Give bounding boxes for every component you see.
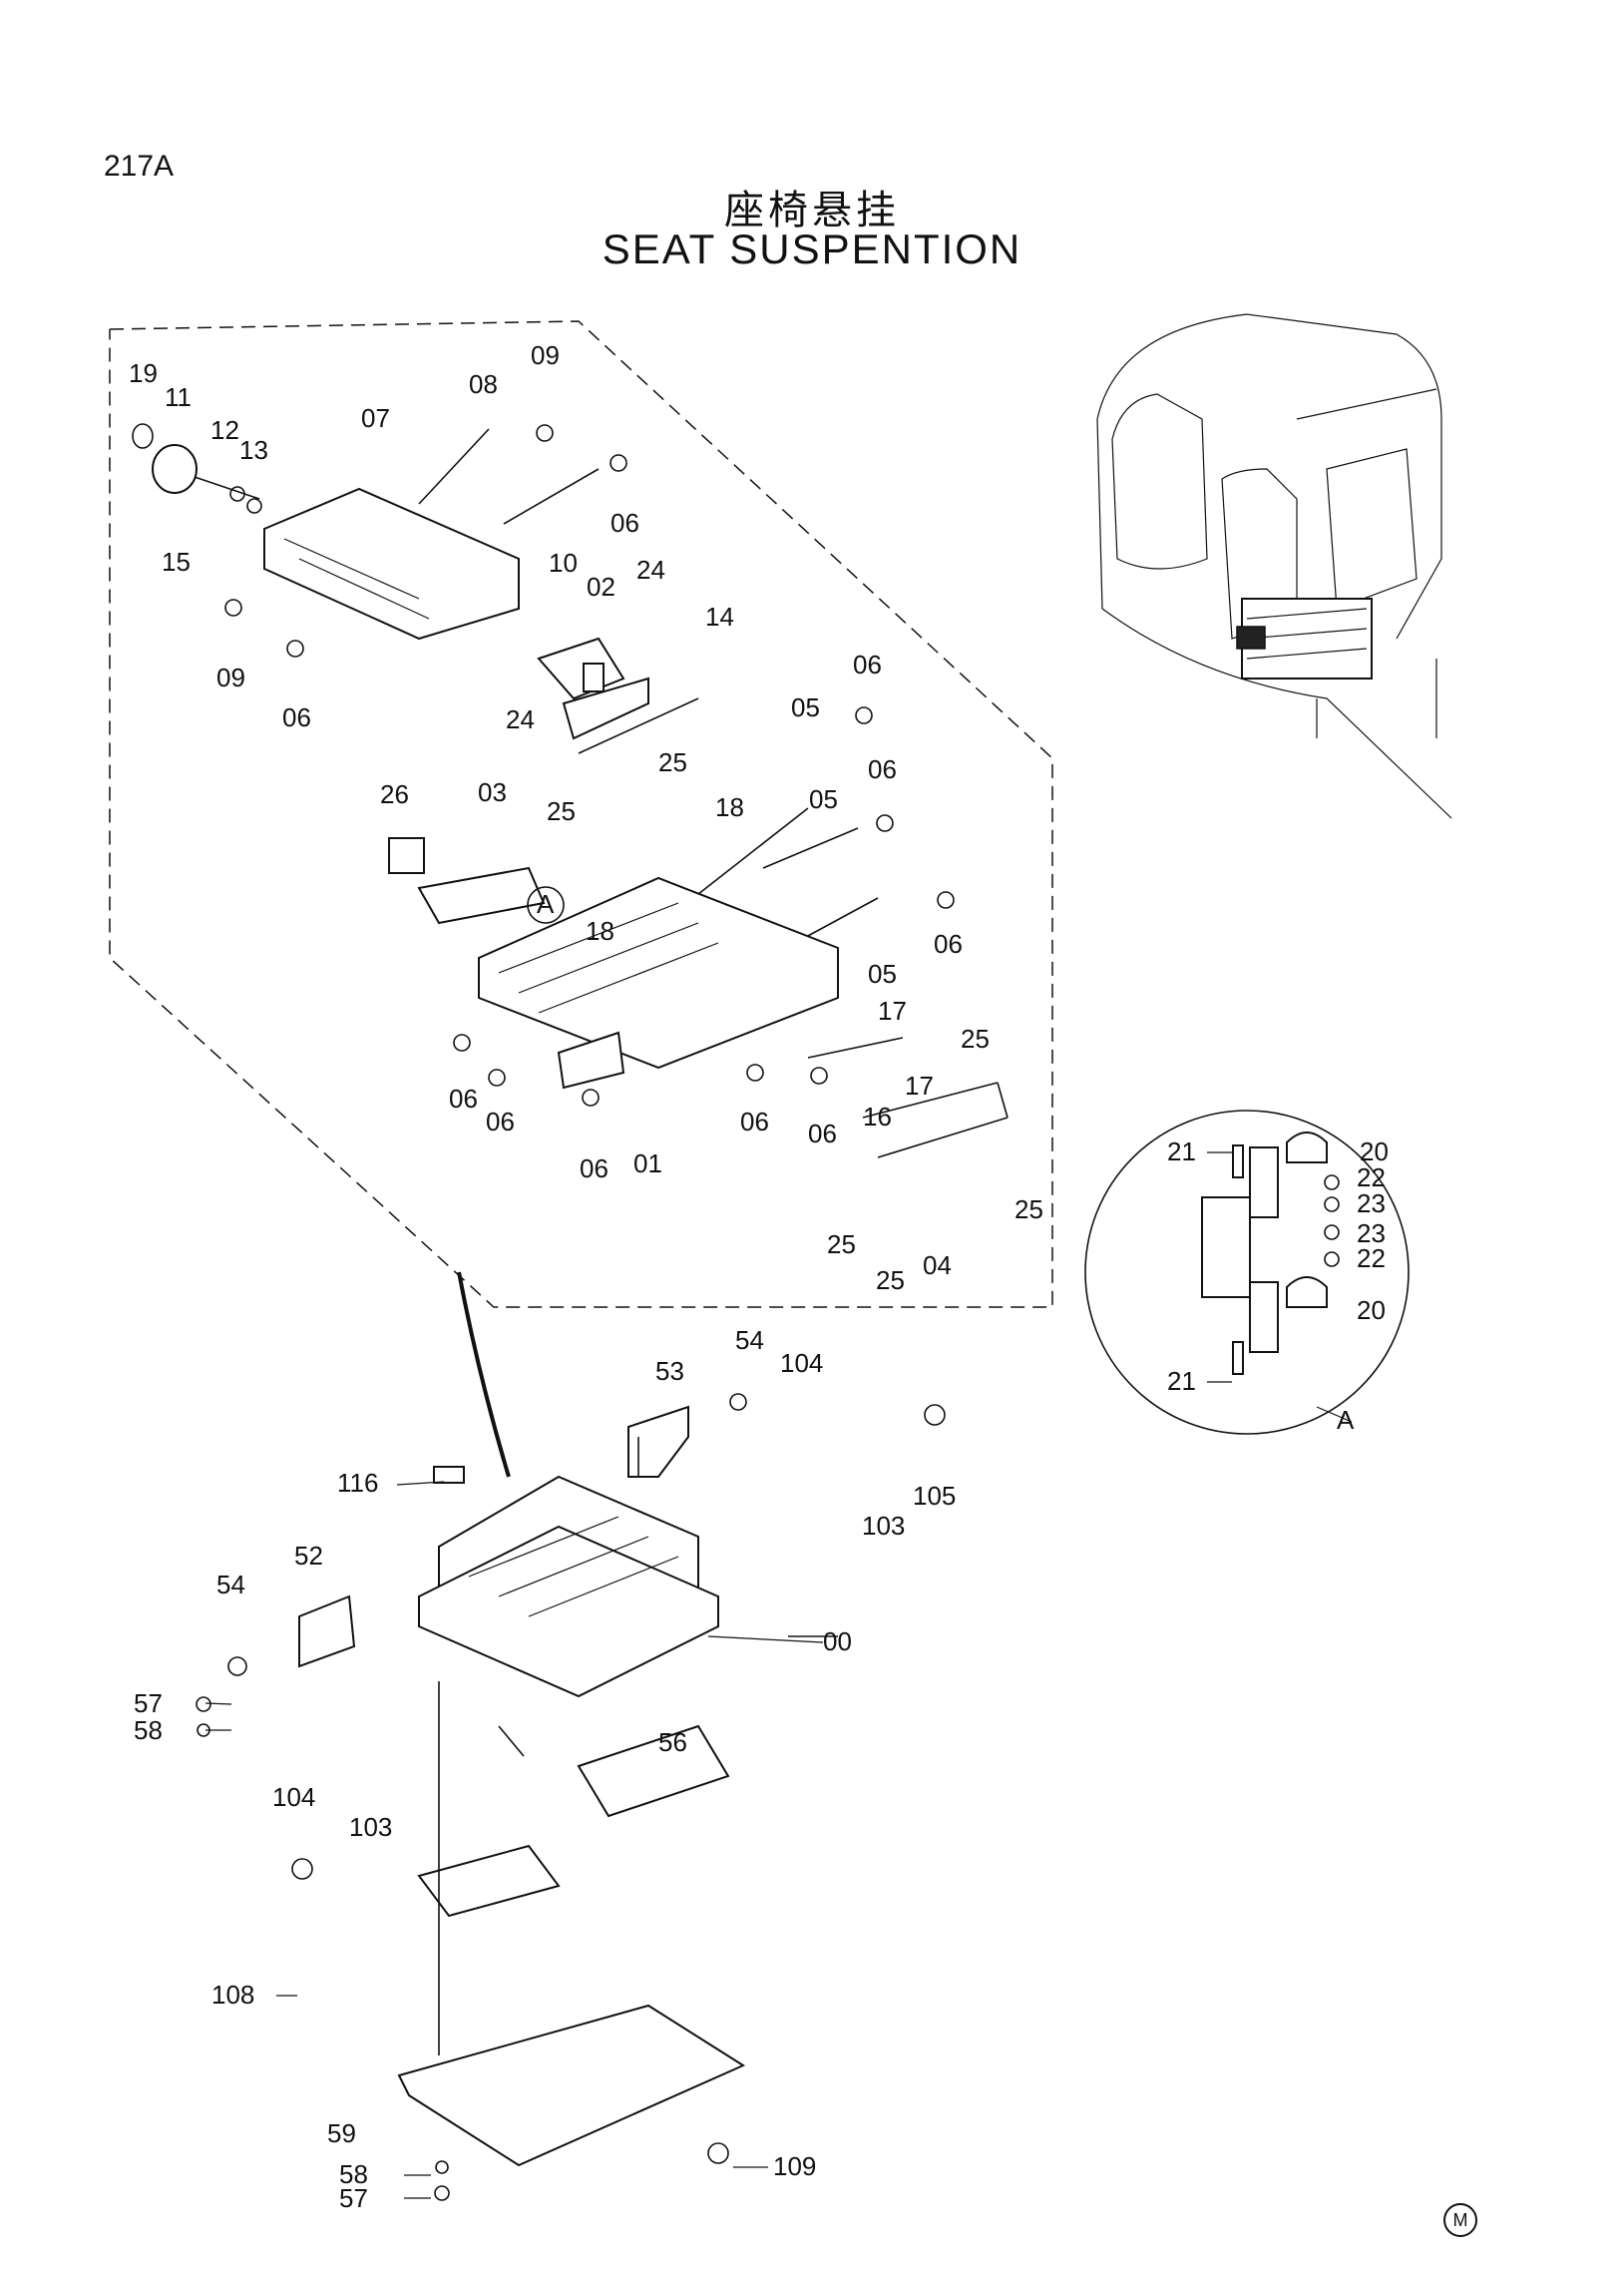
label-10: 10 bbox=[549, 548, 578, 578]
label-11: 11 bbox=[165, 382, 192, 412]
label-16: 16 bbox=[863, 1102, 892, 1132]
label-25-f: 25 bbox=[1015, 1194, 1043, 1224]
label-14: 14 bbox=[705, 602, 734, 632]
label-05-c: 05 bbox=[868, 959, 897, 989]
label-06-e: 06 bbox=[934, 929, 963, 959]
label-23-a: 23 bbox=[1357, 1188, 1386, 1218]
label-26: 26 bbox=[380, 779, 409, 809]
label-58-b: 58 bbox=[339, 2159, 368, 2189]
label-104-b: 104 bbox=[272, 1782, 315, 1812]
label-53: 53 bbox=[655, 1356, 684, 1386]
label-58-a: 58 bbox=[134, 1715, 163, 1745]
label-24-a: 24 bbox=[636, 555, 665, 585]
label-07: 07 bbox=[361, 403, 390, 433]
label-21-b: 21 bbox=[1167, 1366, 1196, 1396]
lower-suspension-parts bbox=[196, 1393, 946, 2201]
label-103-b: 103 bbox=[349, 1812, 392, 1842]
label-23-b: 23 bbox=[1357, 1218, 1386, 1248]
label-06-g: 06 bbox=[486, 1107, 515, 1136]
label-01: 01 bbox=[633, 1148, 662, 1178]
label-09-b: 09 bbox=[216, 663, 245, 692]
label-105: 105 bbox=[913, 1481, 956, 1511]
label-06-c: 06 bbox=[853, 650, 882, 680]
detail-a-bracket bbox=[1201, 1132, 1340, 1375]
label-06-f: 06 bbox=[449, 1084, 478, 1114]
label-25-c: 25 bbox=[961, 1024, 990, 1054]
label-12: 12 bbox=[210, 415, 239, 445]
label-05-b: 05 bbox=[809, 784, 838, 814]
label-108: 108 bbox=[211, 1980, 254, 2010]
label-25-b: 25 bbox=[547, 796, 576, 826]
label-06-h: 06 bbox=[740, 1107, 769, 1136]
label-02: 02 bbox=[587, 572, 615, 602]
label-25-d: 25 bbox=[827, 1229, 856, 1259]
page-code: 217A bbox=[104, 150, 175, 183]
label-06-d: 06 bbox=[868, 754, 897, 784]
label-21-a: 21 bbox=[1167, 1136, 1196, 1166]
label-06-j: 06 bbox=[580, 1153, 609, 1183]
label-17-b: 17 bbox=[905, 1071, 934, 1101]
assembly-connector bbox=[457, 1271, 511, 1478]
label-54-a: 54 bbox=[735, 1325, 764, 1355]
label-104-a: 104 bbox=[780, 1348, 823, 1378]
label-19: 19 bbox=[129, 358, 158, 388]
label-24-b: 24 bbox=[506, 704, 535, 734]
label-03: 03 bbox=[478, 777, 507, 807]
cab-location-sketch bbox=[1096, 313, 1452, 819]
upper-assembly-outline bbox=[109, 320, 1053, 1308]
label-59: 59 bbox=[327, 2118, 356, 2148]
label-a-detail: A bbox=[1337, 1405, 1355, 1435]
label-09-a: 09 bbox=[531, 340, 560, 370]
label-13: 13 bbox=[239, 435, 268, 465]
label-57-a: 57 bbox=[134, 1688, 163, 1718]
label-18-a: 18 bbox=[715, 792, 744, 822]
label-15: 15 bbox=[162, 547, 191, 577]
detail-a-circle bbox=[1084, 1110, 1410, 1435]
label-05-a: 05 bbox=[791, 692, 820, 722]
page-title-chinese: 座椅悬挂 bbox=[724, 188, 900, 233]
label-08: 08 bbox=[469, 369, 498, 399]
label-06-i: 06 bbox=[808, 1119, 837, 1148]
label-22-b: 22 bbox=[1357, 1243, 1386, 1273]
label-25-e: 25 bbox=[876, 1265, 905, 1295]
label-a-callout: A bbox=[537, 889, 555, 919]
label-103-a: 103 bbox=[862, 1511, 905, 1541]
leader-lines bbox=[204, 1151, 1353, 2199]
label-52: 52 bbox=[294, 1541, 323, 1571]
label-06-b: 06 bbox=[282, 702, 311, 732]
label-06-a: 06 bbox=[610, 508, 639, 538]
label-54-b: 54 bbox=[216, 1570, 245, 1599]
label-17-a: 17 bbox=[878, 996, 907, 1026]
label-20-a: 20 bbox=[1360, 1136, 1389, 1166]
upper-frame-parts bbox=[132, 423, 1009, 1158]
label-20-b: 20 bbox=[1357, 1295, 1386, 1325]
label-25-a: 25 bbox=[658, 747, 687, 777]
label-18-b: 18 bbox=[586, 916, 614, 946]
label-22-a: 22 bbox=[1357, 1162, 1386, 1192]
maker-mark: M bbox=[1443, 2203, 1477, 2237]
label-00: 00 bbox=[823, 1626, 852, 1656]
label-57-b: 57 bbox=[339, 2183, 368, 2213]
label-04: 04 bbox=[923, 1250, 952, 1280]
page-title-english: SEAT SUSPENTION bbox=[602, 226, 1022, 272]
label-116: 116 bbox=[337, 1468, 378, 1498]
label-56: 56 bbox=[658, 1727, 687, 1757]
label-109: 109 bbox=[773, 2151, 816, 2181]
